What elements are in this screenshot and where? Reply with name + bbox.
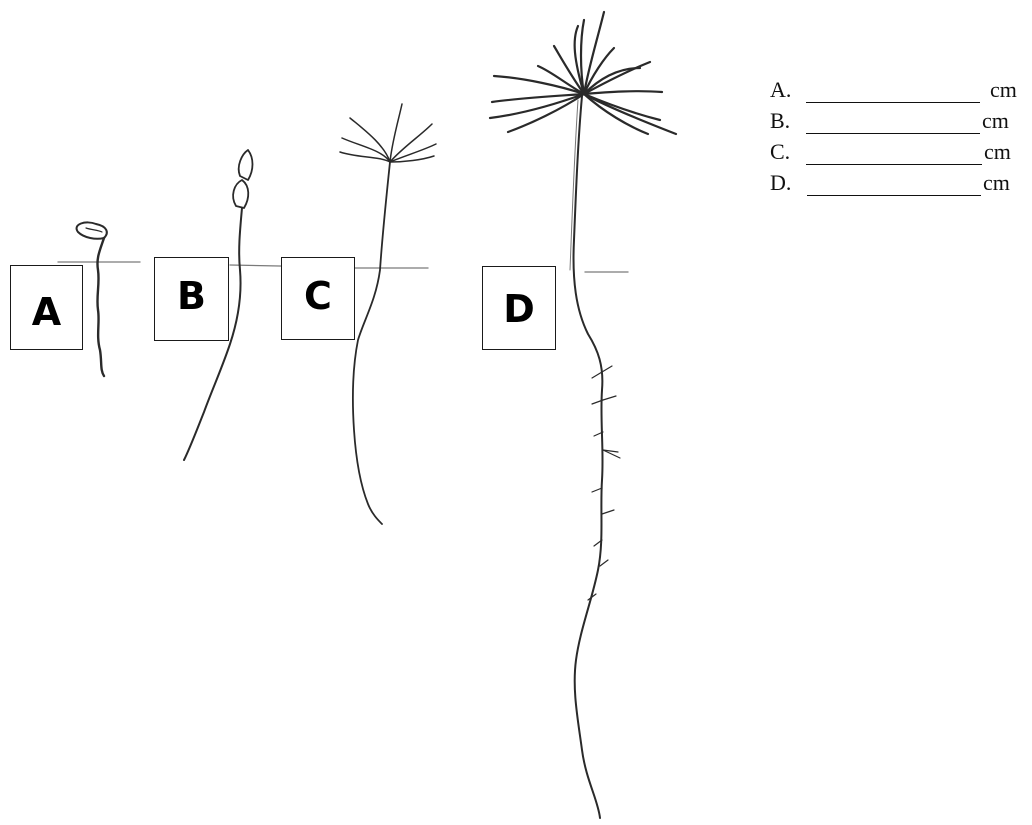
seedling-b <box>183 149 254 461</box>
seedling-a <box>75 221 108 378</box>
seedling-d <box>488 10 678 819</box>
answer-row-d: D. cm <box>770 165 1028 196</box>
stage-box-c: C <box>281 257 355 340</box>
answer-blank-a[interactable] <box>806 78 980 103</box>
answer-unit-a: cm <box>990 77 1017 102</box>
answer-blank-c[interactable] <box>806 140 982 165</box>
stage-box-a: A <box>10 265 83 350</box>
answer-letter-b: B. <box>770 108 791 133</box>
seedling-c <box>339 103 437 525</box>
stage-label-d: D <box>503 287 535 331</box>
answer-list: A. cm B. cm C. cm D. cm <box>770 72 1028 196</box>
answer-blank-d[interactable] <box>807 171 981 196</box>
answer-row-c: C. cm <box>770 134 1028 165</box>
stage-box-d: D <box>482 266 556 350</box>
stage-box-b: B <box>154 257 229 341</box>
answer-letter-d: D. <box>770 170 792 195</box>
stage-label-a: A <box>31 289 62 334</box>
answer-unit-c: cm <box>984 139 1011 164</box>
answer-row-b: B. cm <box>770 103 1028 134</box>
answer-blank-b[interactable] <box>806 109 980 134</box>
answer-row-a: A. cm <box>770 72 1028 103</box>
answer-letter-c: C. <box>770 139 791 164</box>
answer-unit-b: cm <box>982 108 1009 133</box>
answer-unit-d: cm <box>983 170 1010 195</box>
stage-label-c: C <box>304 273 332 318</box>
stage-label-b: B <box>177 274 206 318</box>
answer-letter-a: A. <box>770 77 792 102</box>
